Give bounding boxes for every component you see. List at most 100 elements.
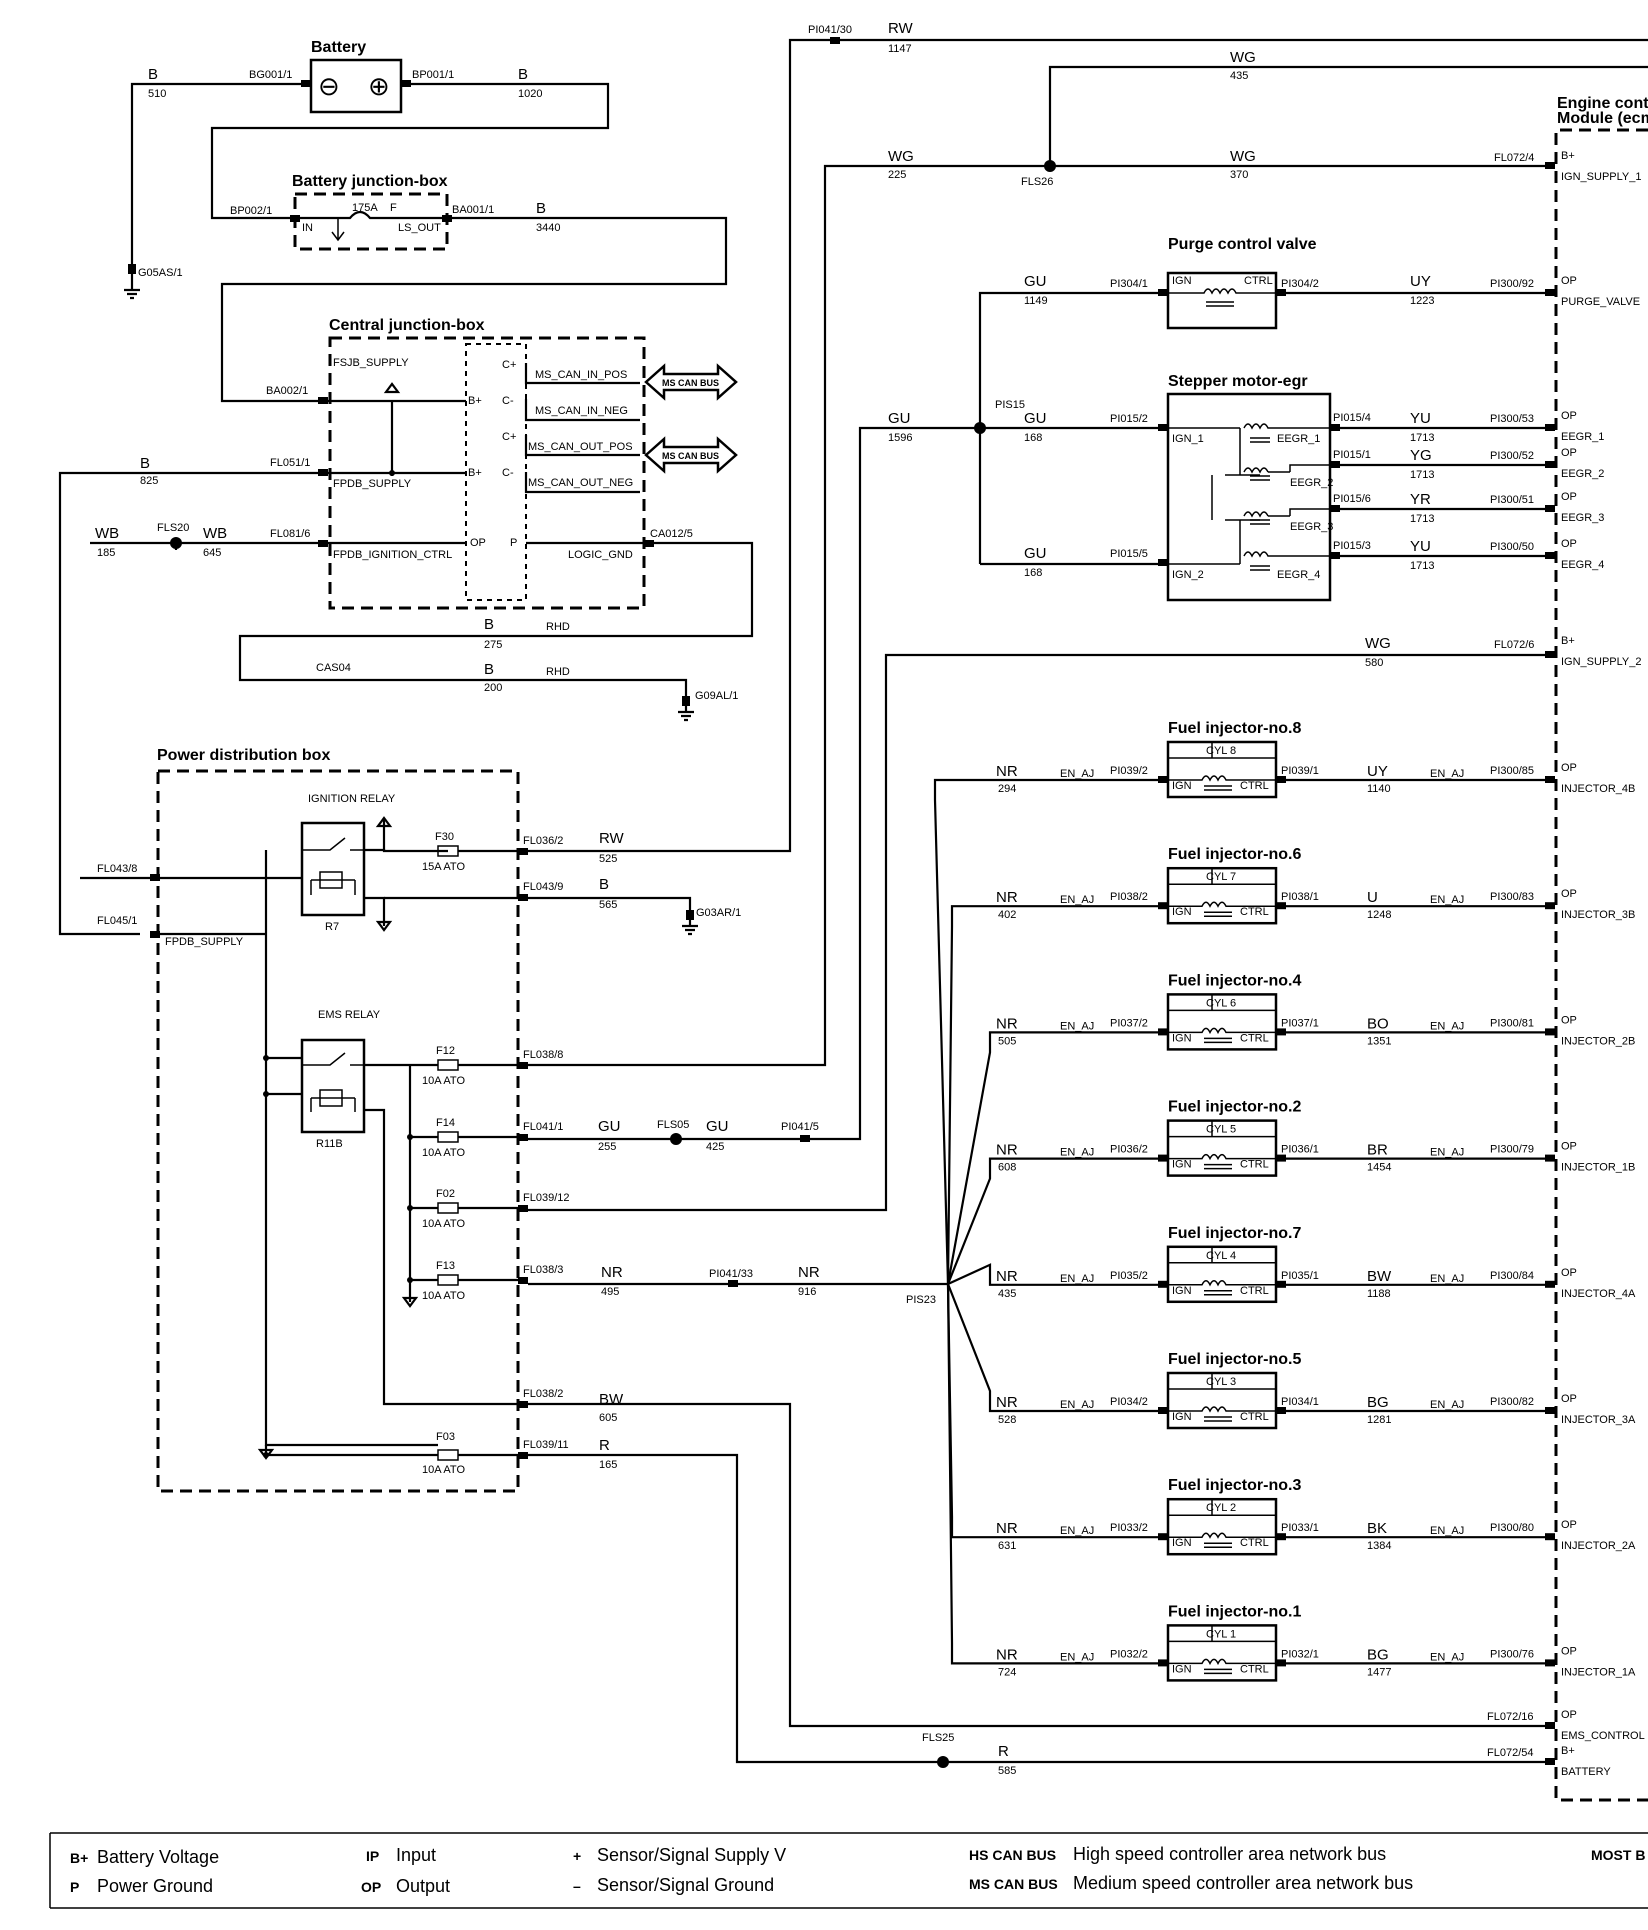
wire-color: GU [1024, 545, 1047, 562]
injector-body [1166, 740, 1278, 799]
pin-label: IGN [1172, 780, 1192, 792]
wire-note: EN_AJ [1430, 1020, 1464, 1032]
pin-label: EEGR_2 [1290, 477, 1333, 489]
wire-note: EN_AJ [1060, 1399, 1094, 1411]
splice-label: PIS23 [906, 1294, 936, 1306]
wire-id: 1281 [1367, 1414, 1391, 1426]
connector-label: PI038/2 [1110, 891, 1148, 903]
can-bus-label: MS CAN BUS [662, 378, 719, 388]
connector [1545, 505, 1555, 512]
wire-color: RW [599, 830, 625, 847]
pin-label: INJECTOR_2A [1561, 1540, 1636, 1552]
injector-body [1166, 1119, 1278, 1177]
pin-label: C+ [502, 359, 516, 371]
injector-divider [1168, 994, 1276, 1012]
pin-label: OP [1561, 1267, 1577, 1279]
ground-label: G05AS/1 [138, 267, 183, 279]
connector [1158, 776, 1168, 783]
wire-color: NR [601, 1264, 623, 1281]
pin-label: OP [1561, 888, 1577, 900]
wire-color: BW [599, 1391, 624, 1408]
injector-body [1166, 1624, 1278, 1682]
injector-title: Fuel injector-no.3 [1168, 1477, 1301, 1494]
wire-color: GU [1024, 410, 1047, 427]
wire-color: WG [1365, 635, 1391, 652]
pin-label: CTRL [1240, 1537, 1269, 1549]
ecm-title: Engine cont [1557, 95, 1648, 112]
wire-note: EN_AJ [1430, 1651, 1464, 1663]
connector-label: PI300/81 [1490, 1017, 1534, 1029]
pin-label: C- [502, 467, 514, 479]
connector-label: BP002/1 [230, 205, 272, 217]
wire-id: 1477 [1367, 1666, 1391, 1678]
connector-label: FL081/6 [270, 528, 310, 540]
wire-id: 1596 [888, 432, 912, 444]
wire-id: 1351 [1367, 1035, 1391, 1047]
pin-label: IGN [1172, 275, 1192, 287]
wire-color: WG [888, 148, 914, 165]
wire-color: GU [598, 1118, 621, 1135]
legend-value: Power Ground [97, 1876, 213, 1896]
pin-label: IGN [1172, 1411, 1192, 1423]
wire-color: BW [1367, 1268, 1392, 1285]
wire-color: BG [1367, 1646, 1389, 1663]
wire-color: BK [1367, 1520, 1387, 1537]
pin-label: MS_CAN_IN_POS [535, 369, 627, 381]
wire-color: YR [1410, 491, 1431, 508]
pin-label: IGN [1172, 1032, 1192, 1044]
injector-divider [1168, 1246, 1276, 1264]
wire-color: YU [1410, 410, 1431, 427]
injector-feed-wire [946, 1283, 1158, 1413]
battery-title: Battery [311, 39, 366, 56]
connector [1276, 776, 1286, 783]
wire-note: EN_AJ [1430, 1525, 1464, 1537]
wire-id: 425 [706, 1141, 724, 1153]
splice-label: FLS25 [922, 1732, 954, 1744]
pin-label: IN [302, 222, 313, 234]
wire-id: 565 [599, 899, 617, 911]
connector-label: PI033/2 [1110, 1522, 1148, 1534]
wire-id: 585 [998, 1765, 1016, 1777]
wire-color: BG [1367, 1394, 1389, 1411]
wire-color: NR [996, 1268, 1018, 1285]
wire-id: 168 [1024, 567, 1042, 579]
connector [1545, 776, 1555, 783]
fuse-rating: 15A ATO [422, 861, 465, 873]
connector-label: PI041/30 [808, 24, 852, 36]
pin-label: B+ [468, 395, 482, 407]
pin-label: EEGR_4 [1561, 559, 1604, 571]
wire-id: 505 [998, 1035, 1016, 1047]
wire-color: WG [1230, 148, 1256, 165]
pin-label: B+ [1561, 635, 1575, 647]
pin-label: INJECTOR_4B [1561, 783, 1635, 795]
wire-id: 605 [599, 1412, 617, 1424]
wire-id: 1020 [518, 88, 542, 100]
connector-label: PI300/84 [1490, 1270, 1534, 1282]
pin-label: F [390, 202, 397, 214]
wire-color: R [998, 1743, 1009, 1760]
wire-id: 168 [1024, 432, 1042, 444]
relay-id: R11B [316, 1138, 343, 1150]
battery-minus-icon: ⊖ [318, 71, 340, 101]
connector-label: PI300/76 [1490, 1648, 1534, 1660]
connector-label: PI041/5 [781, 1121, 819, 1133]
wire-note: EN_AJ [1060, 1273, 1094, 1285]
injector-body [1166, 1371, 1278, 1430]
connector-label: PI039/2 [1110, 765, 1148, 777]
wire-id: 435 [998, 1288, 1016, 1300]
injector-coil [1168, 901, 1276, 917]
connector [1276, 1280, 1286, 1288]
injector-feed-wire [933, 778, 1158, 1285]
connector [1276, 1659, 1286, 1667]
power-distribution-box: Power distribution box IGNITION RELAY R7… [80, 38, 1545, 1764]
connector-label: FL072/4 [1494, 152, 1534, 164]
pin-label: B+ [1561, 150, 1575, 162]
